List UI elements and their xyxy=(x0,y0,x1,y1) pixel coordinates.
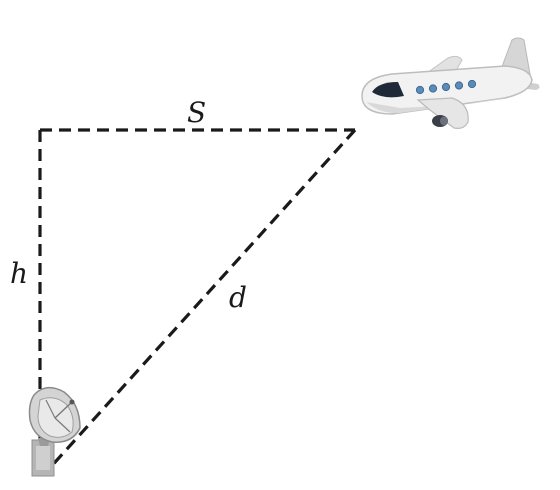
slant-distance-line xyxy=(46,128,357,472)
airplane-icon xyxy=(361,37,540,129)
label-h: h xyxy=(10,257,28,290)
label-s: S xyxy=(187,96,206,129)
radar-dish-icon xyxy=(28,386,81,477)
label-d: d xyxy=(229,281,247,314)
